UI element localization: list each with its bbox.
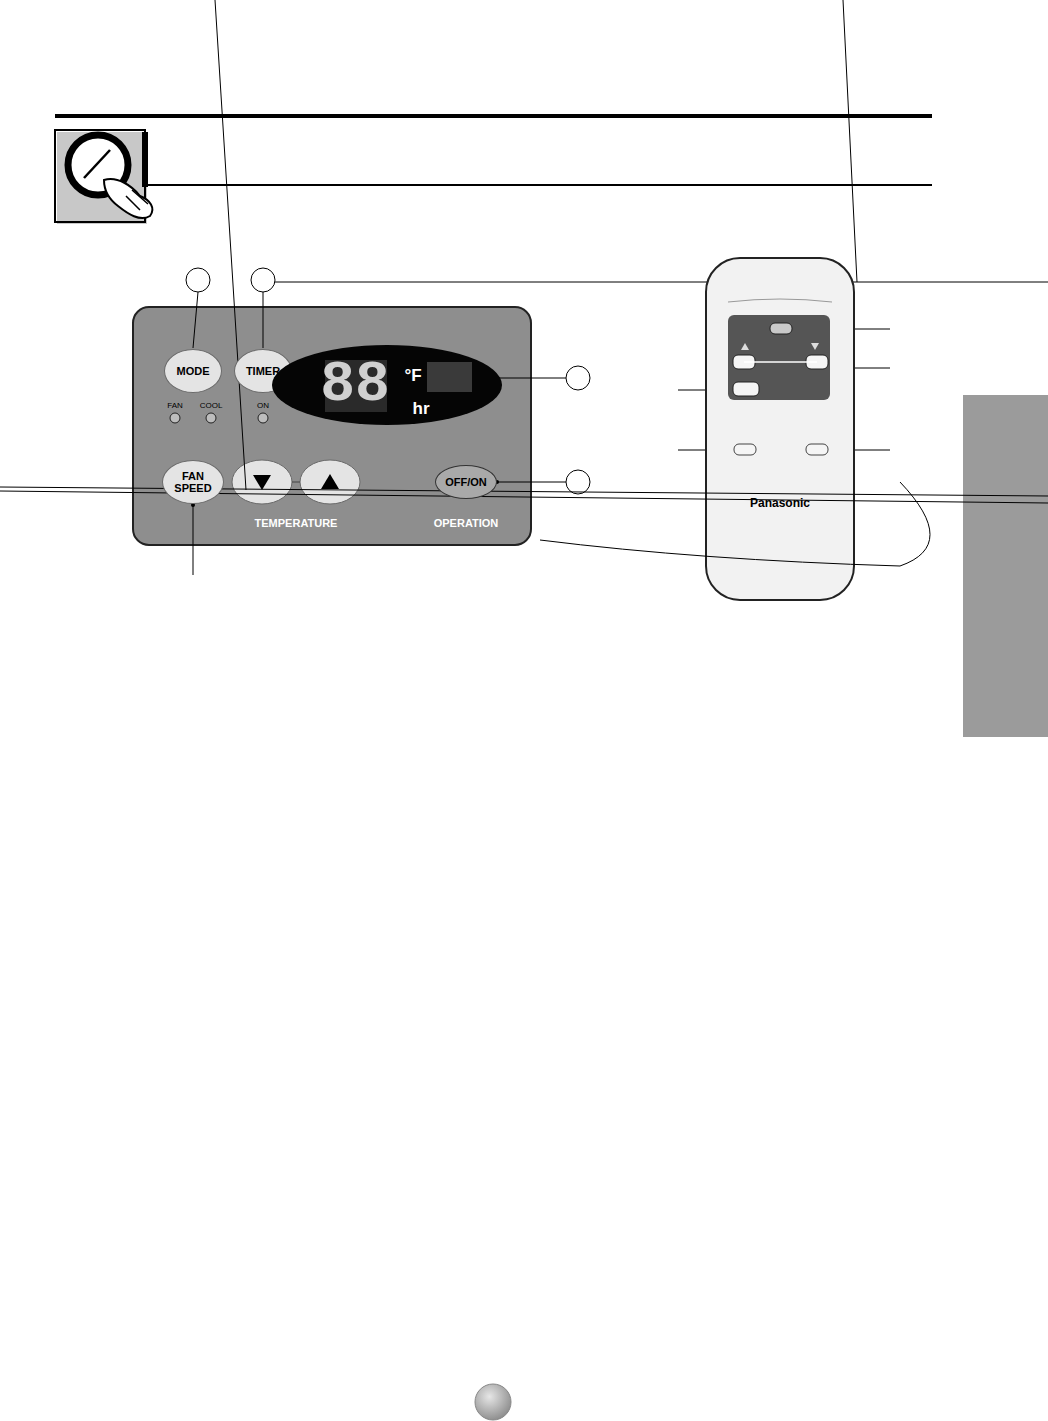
mode-indicator-label: FAN — [167, 401, 183, 410]
timer-indicator-label: ON — [257, 401, 269, 410]
group-label: TEMPERATURE — [255, 517, 338, 529]
page-number-badge — [475, 1384, 511, 1420]
indicator-led — [170, 413, 268, 423]
button-label: OFF/ON — [445, 476, 487, 488]
unit-label: °F — [404, 367, 421, 384]
display-digits: 88 — [320, 356, 390, 414]
mode-indicator-label: COOL — [200, 401, 223, 410]
header-rule — [148, 184, 932, 186]
fan-speed-button: FAN SPEED — [162, 460, 224, 504]
section-icon — [55, 130, 152, 224]
operation-button: OFF/ON — [435, 465, 497, 499]
mode-button: MODE — [164, 349, 222, 393]
button-label: FAN SPEED — [167, 470, 219, 494]
temperature-buttons — [232, 460, 360, 504]
callout-circle — [186, 268, 590, 494]
header-rule — [55, 114, 932, 118]
brand-name: Panasonic — [750, 496, 810, 510]
remote-control — [706, 258, 854, 600]
display-window: 88 °F hr — [271, 344, 503, 426]
leader-line — [193, 282, 1048, 575]
scan-artifact — [0, 0, 1048, 566]
side-tab — [963, 395, 1048, 737]
unit-label: hr — [413, 400, 430, 417]
button-label: TIMER — [246, 365, 280, 377]
button-label: MODE — [177, 365, 210, 377]
group-label: OPERATION — [434, 517, 499, 529]
